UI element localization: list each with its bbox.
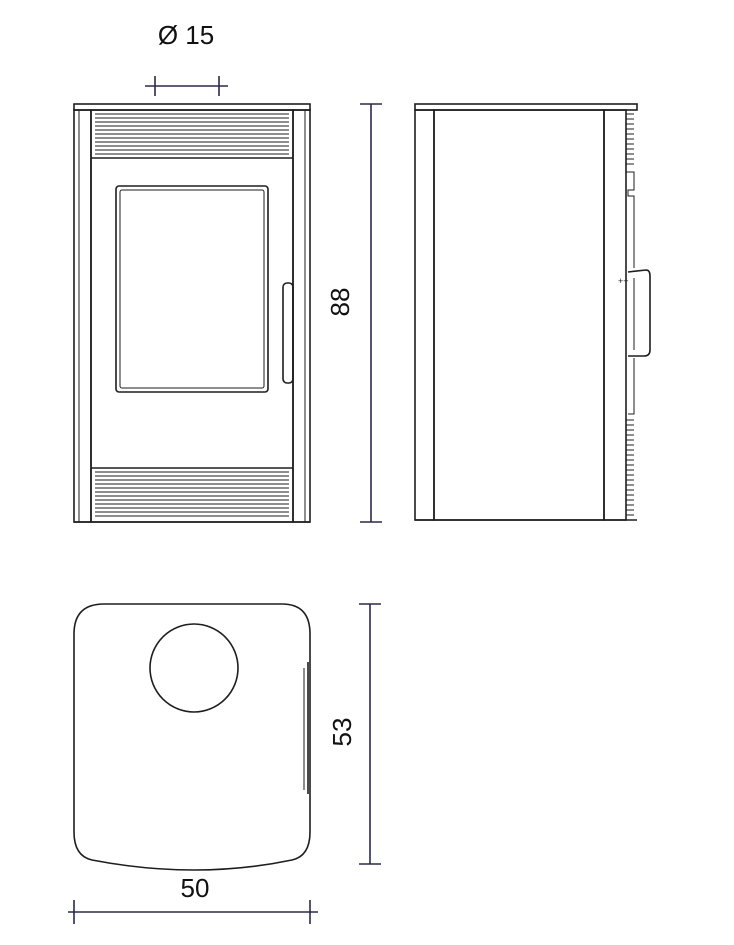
side-panel <box>433 109 605 521</box>
flue-outlet-circle <box>149 623 239 713</box>
side-ribs-top <box>626 113 634 165</box>
front-right-column <box>292 109 311 523</box>
height-label: 88 <box>325 288 355 317</box>
top-view-outline <box>73 603 311 871</box>
svg-text:++: ++ <box>618 276 629 286</box>
door-handle <box>282 282 294 384</box>
front-top-plate <box>73 103 311 111</box>
flue-diameter-label: Ø 15 <box>158 20 214 50</box>
door-glass <box>115 185 269 393</box>
depth-dimension: 53 <box>327 603 381 865</box>
height-dimension: 88 <box>325 103 382 523</box>
side-view: ++ <box>414 103 651 521</box>
bottom-grille <box>95 471 289 517</box>
top-grille <box>95 113 289 155</box>
width-dimension: 50 <box>68 873 318 924</box>
front-view <box>73 103 311 523</box>
depth-label: 53 <box>327 718 357 747</box>
side-top-plate <box>414 103 638 111</box>
side-front-column <box>414 109 435 521</box>
front-left-column <box>73 109 92 523</box>
front-body <box>90 109 294 523</box>
side-handle <box>627 269 651 357</box>
side-ribs-bottom <box>626 419 634 516</box>
side-rear-column <box>603 109 627 521</box>
flue-diameter-dimension: Ø 15 <box>145 20 228 96</box>
width-label: 50 <box>181 873 210 903</box>
top-view <box>73 603 311 871</box>
